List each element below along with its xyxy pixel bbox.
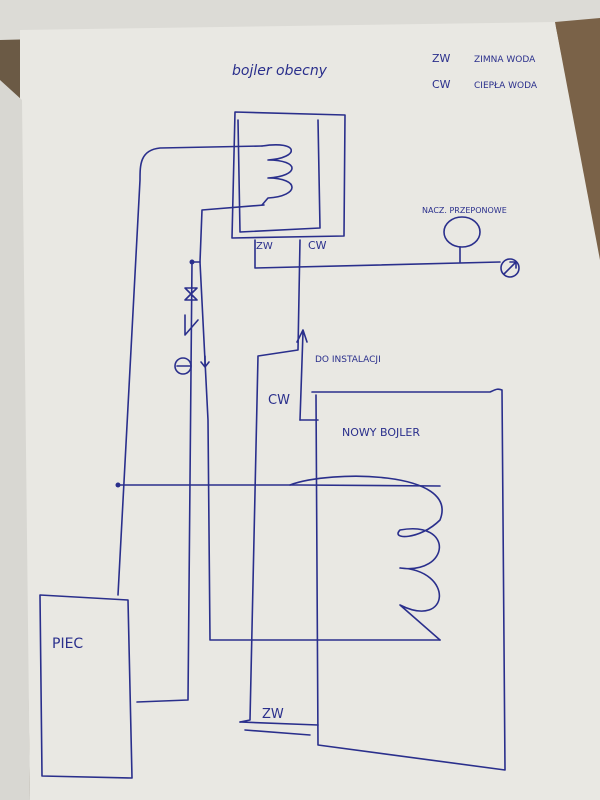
expansion-vessel-icon [443, 216, 481, 248]
valve-icon [184, 287, 198, 301]
gauge-icon [500, 258, 520, 278]
old-boiler [231, 111, 346, 239]
pipe-left-supply [117, 145, 263, 596]
legend-code: ZW [432, 52, 451, 65]
pipe-hot-water [239, 239, 301, 723]
legend-label: ZIMNA WODA [474, 55, 536, 65]
pipe-return [136, 204, 265, 703]
furnace-label: PIEC [52, 636, 83, 652]
new-boiler-label: NOWY BOJLER [342, 426, 420, 439]
old-boiler-zw-label: ZW [256, 241, 273, 252]
new-boiler-cw-label: CW [268, 393, 290, 408]
check-valve-icon [184, 314, 199, 336]
new-boiler-zw-label: ZW [262, 707, 284, 722]
furnace [39, 594, 133, 779]
old-boiler-cw-label: CW [308, 239, 327, 252]
pipe-cold-water [254, 239, 501, 269]
old-boiler-coil [261, 144, 293, 206]
pipe-horizontal [117, 484, 441, 487]
to-installation-label: DO INSTALACJI [315, 355, 381, 365]
new-boiler-coil [289, 475, 443, 641]
diagram-title: bojler obecny [232, 63, 328, 79]
pump-icon [174, 357, 192, 375]
paper-sheet [20, 22, 600, 800]
legend-code: CW [432, 78, 451, 91]
expansion-vessel-label: NACZ. PRZEPONOWE [422, 206, 507, 215]
new-boiler [239, 388, 506, 771]
legend-label: CIEPŁA WODA [474, 81, 538, 91]
